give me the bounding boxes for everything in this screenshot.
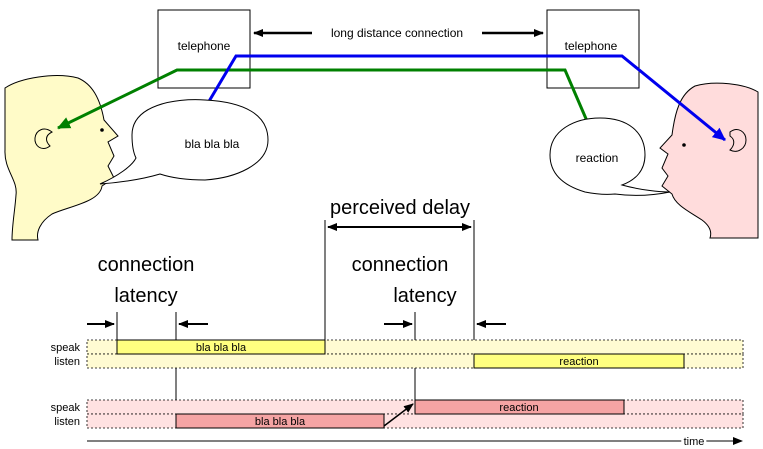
left-person-head [4,75,119,241]
right-speech-bubble [549,117,671,196]
person-b-listen-label: listen [54,416,80,428]
person-a-speak-bar [116,339,326,355]
connection-label: long distance connection [331,26,463,40]
time-axis-label: time [684,436,705,448]
latency-1-label-line2: latency [114,285,177,307]
right-bubble-text: reaction [576,151,619,165]
person-b-listen-bar [175,413,385,429]
right-person-ear [729,129,747,152]
latency-2-label-line2: latency [393,285,456,307]
left-person-ear [34,128,53,149]
left-telephone-box [157,9,251,89]
left-speech-bubble [99,99,269,185]
reaction-trigger-arrow [383,403,414,427]
blue-signal-path [203,54,726,142]
person-a-listen-bar-text: reaction [559,356,598,368]
person-b-listen-bar-text: bla bla bla [255,416,306,428]
perceived-delay-label: perceived delay [330,197,470,219]
right-telephone-label: telephone [565,39,618,53]
left-telephone-label: telephone [178,39,231,53]
right-telephone-box [546,9,640,89]
left-bubble-text: bla bla bla [185,137,240,151]
person-a-listen-bar [473,353,685,369]
person-b-speak-bar-text: reaction [499,402,538,414]
right-person-eye [682,143,686,147]
left-person-eye [100,128,104,132]
green-signal-path [57,68,592,130]
right-person-head [659,82,759,239]
person-a-speak-label: speak [51,342,81,354]
latency-2-label-line1: connection [352,254,449,276]
person-b-speak-bar [414,399,625,415]
person-b-speak-label: speak [51,402,81,414]
person-a-speak-bar-text: bla bla bla [196,342,247,354]
person-a-listen-label: listen [54,356,80,368]
latency-1-label-line1: connection [98,254,195,276]
